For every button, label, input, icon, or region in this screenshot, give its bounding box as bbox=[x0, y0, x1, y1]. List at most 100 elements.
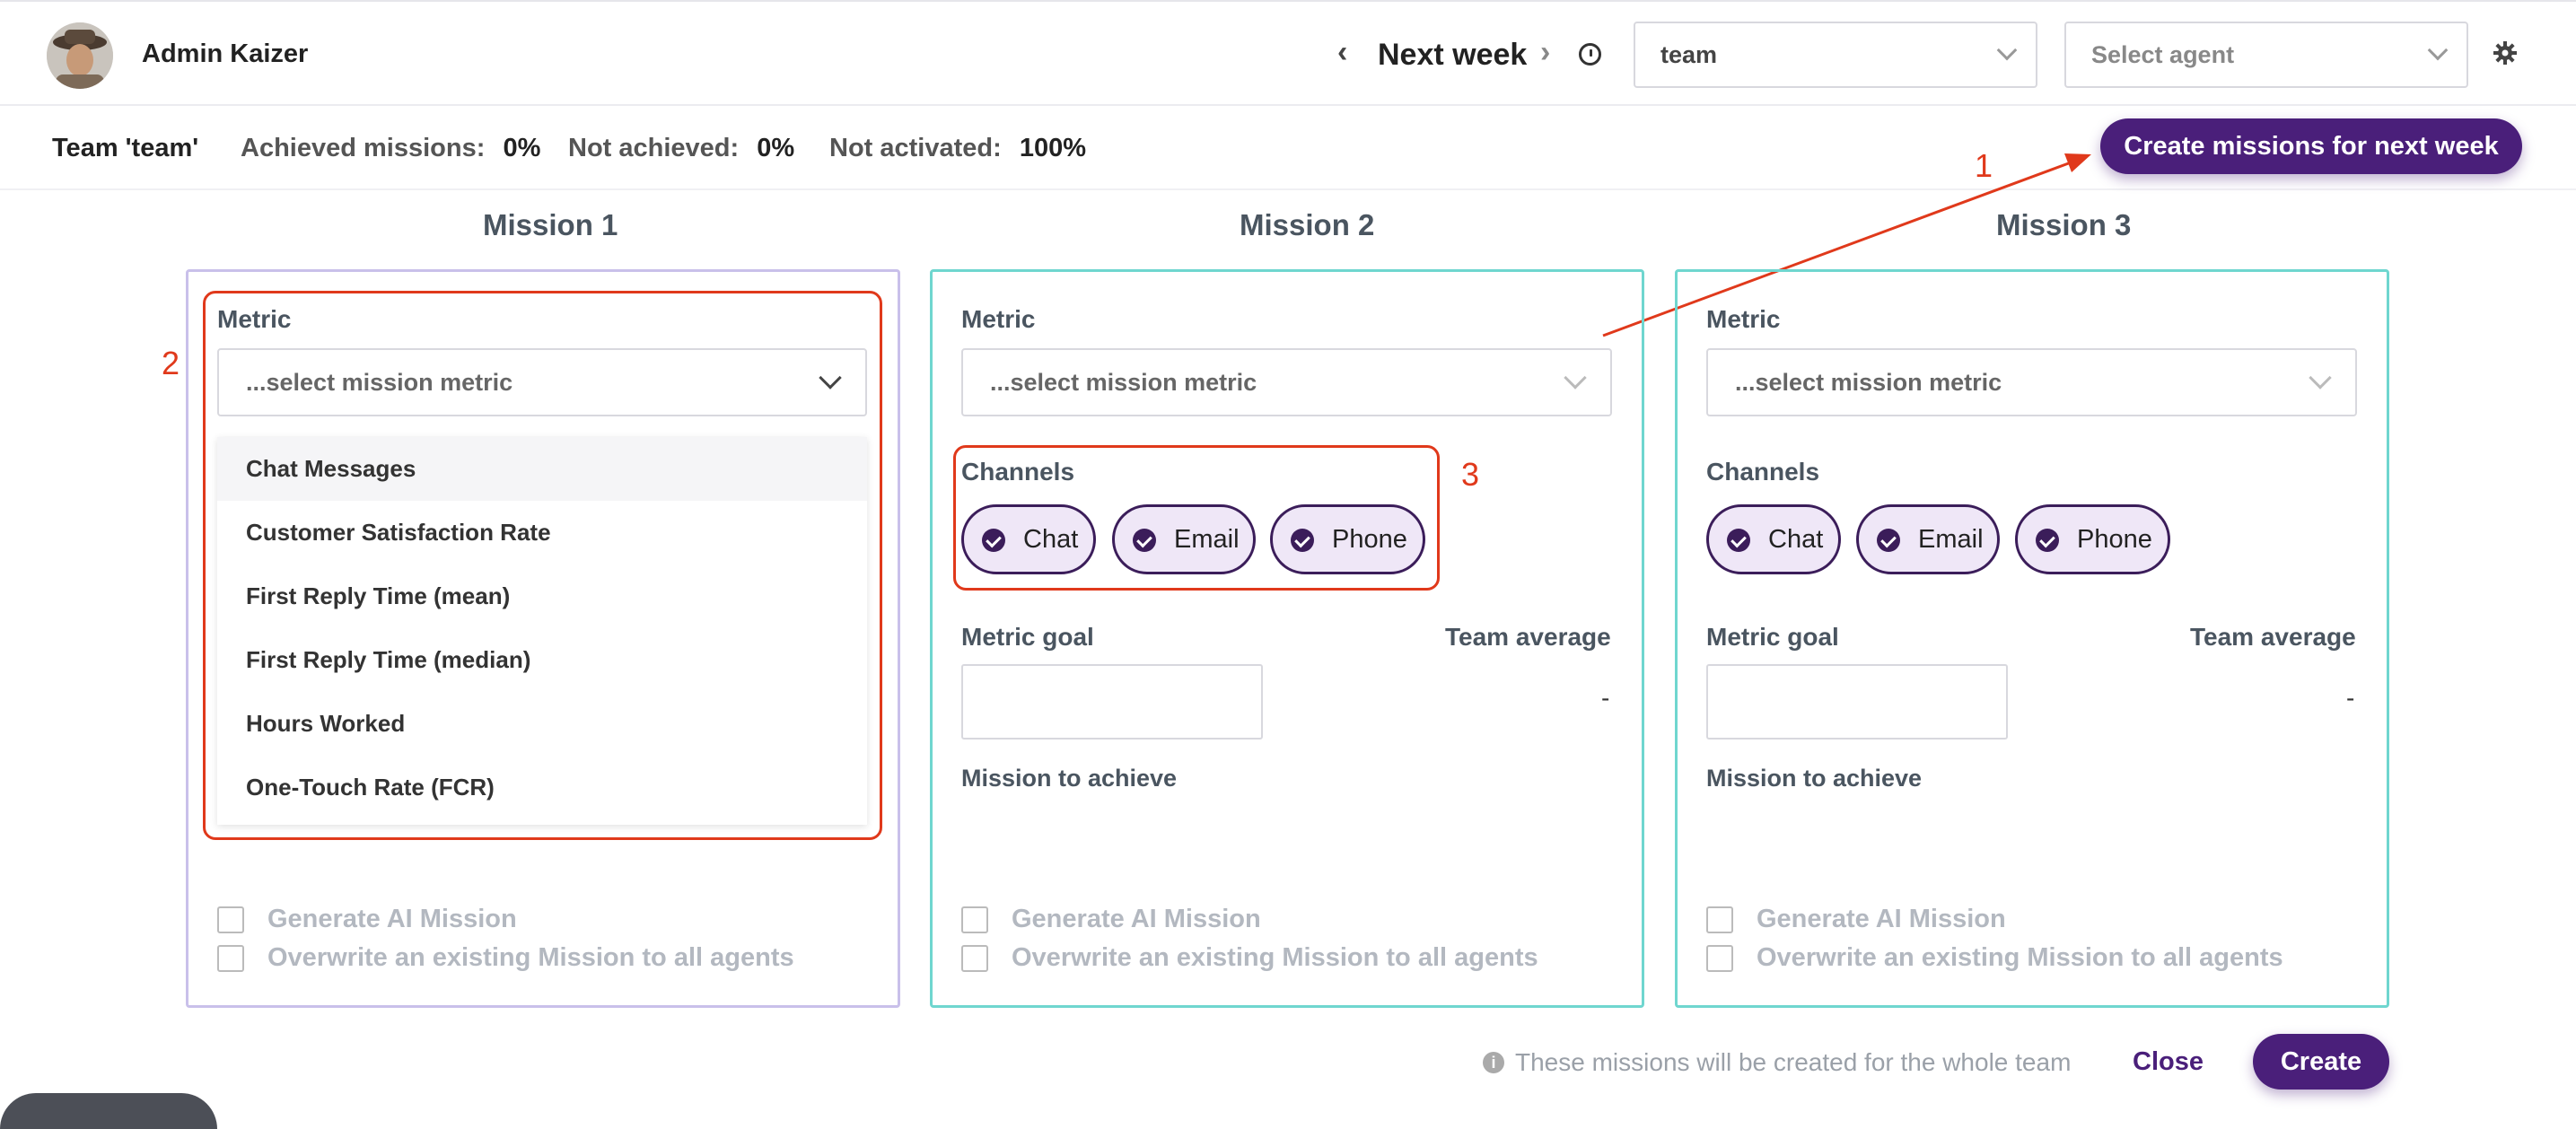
team-select-value: team bbox=[1660, 41, 1718, 68]
chevron-left-icon[interactable]: ‹ bbox=[1337, 35, 1348, 69]
mission-2-card bbox=[930, 269, 1644, 1008]
mission-2-channels-label: Channels bbox=[961, 458, 1075, 486]
mission-3-team-average-label: Team average bbox=[2190, 623, 2356, 651]
mission-2-title: Mission 2 bbox=[1240, 208, 1375, 241]
mission-3-metric-select[interactable]: ...select mission metric bbox=[1706, 348, 2357, 416]
mission-3-channels-label: Channels bbox=[1706, 458, 1820, 486]
dropdown-option-chat-messages[interactable]: Chat Messages bbox=[217, 437, 867, 501]
not-activated-stat: Not activated: 100% bbox=[829, 134, 1086, 163]
check-circle-icon bbox=[1877, 529, 1900, 552]
mission-3-channel-phone[interactable]: Phone bbox=[2015, 504, 2170, 574]
footer-note: These missions will be created for the w… bbox=[1515, 1048, 2072, 1076]
mission-2-mission-to-achieve-label: Mission to achieve bbox=[961, 765, 1178, 792]
channel-label: Email bbox=[1174, 525, 1240, 554]
mission-2-team-average-label: Team average bbox=[1445, 623, 1611, 651]
mission-2-channel-chat[interactable]: Chat bbox=[961, 504, 1096, 574]
mission-3-channel-email[interactable]: Email bbox=[1856, 504, 2000, 574]
channel-label: Phone bbox=[2077, 525, 2152, 554]
dropdown-option-hours-worked[interactable]: Hours Worked bbox=[246, 710, 406, 737]
mission-3-overwrite-checkbox[interactable] bbox=[1706, 945, 1733, 972]
mission-1-metric-placeholder: ...select mission metric bbox=[246, 369, 513, 396]
mission-3-title: Mission 3 bbox=[1996, 208, 2132, 241]
mission-1-generate-ai-label: Generate AI Mission bbox=[267, 905, 517, 933]
achieved-stat: Achieved missions: 0% bbox=[241, 134, 540, 163]
agent-select-placeholder: Select agent bbox=[2091, 41, 2235, 68]
mission-1-metric-label: Metric bbox=[217, 305, 292, 333]
mission-3-metric-goal-label: Metric goal bbox=[1706, 623, 1839, 651]
mission-1-generate-ai-checkbox[interactable] bbox=[217, 906, 244, 933]
mission-1-title: Mission 1 bbox=[483, 208, 618, 241]
team-select[interactable]: team bbox=[1634, 22, 2037, 88]
channel-label: Phone bbox=[1332, 525, 1407, 554]
mission-3-team-average-value: - bbox=[2346, 684, 2355, 712]
team-label: Team 'team' bbox=[52, 134, 199, 162]
dropdown-option-frt-mean[interactable]: First Reply Time (mean) bbox=[246, 582, 511, 609]
mission-2-metric-goal-input[interactable] bbox=[961, 664, 1263, 740]
check-circle-icon bbox=[1133, 529, 1156, 552]
annotation-1: 1 bbox=[1975, 147, 1993, 184]
mission-2-channel-email[interactable]: Email bbox=[1112, 504, 1256, 574]
mission-1-overwrite-label: Overwrite an existing Mission to all age… bbox=[267, 943, 794, 972]
channel-label: Chat bbox=[1768, 525, 1824, 554]
bottom-tab[interactable] bbox=[0, 1093, 217, 1129]
mission-3-metric-label: Metric bbox=[1706, 305, 1781, 333]
chevron-down-icon bbox=[2309, 366, 2332, 389]
dropdown-option-fcr[interactable]: One-Touch Rate (FCR) bbox=[246, 774, 495, 801]
stats-bar: Team 'team' Achieved missions: 0% Not ac… bbox=[0, 106, 2576, 190]
mission-1-overwrite-checkbox[interactable] bbox=[217, 945, 244, 972]
user-avatar-image bbox=[47, 22, 113, 89]
agent-select[interactable]: Select agent bbox=[2064, 22, 2468, 88]
annotation-3: 3 bbox=[1461, 456, 1480, 493]
mission-2-team-average-value: - bbox=[1601, 684, 1610, 712]
not-achieved-stat: Not achieved: 0% bbox=[568, 134, 794, 163]
mission-3-channel-chat[interactable]: Chat bbox=[1706, 504, 1841, 574]
mission-3-generate-ai-label: Generate AI Mission bbox=[1757, 905, 2006, 933]
chevron-down-icon bbox=[1564, 366, 1587, 389]
not-achieved-value: 0% bbox=[757, 134, 795, 162]
clock-icon[interactable] bbox=[1579, 43, 1601, 66]
top-bar: Admin Kaizer ‹ Next week › team Select a… bbox=[0, 0, 2576, 106]
mission-2-generate-ai-label: Generate AI Mission bbox=[1012, 905, 1261, 933]
annotation-box-2 bbox=[203, 291, 882, 840]
dropdown-option-csat[interactable]: Customer Satisfaction Rate bbox=[246, 519, 551, 546]
achieved-value: 0% bbox=[503, 134, 541, 162]
close-button[interactable]: Close bbox=[2133, 1047, 2204, 1076]
check-circle-icon bbox=[2036, 529, 2059, 552]
dropdown-option-frt-median[interactable]: First Reply Time (median) bbox=[246, 646, 531, 673]
not-activated-value: 100% bbox=[1019, 134, 1086, 162]
chevron-right-icon[interactable]: › bbox=[1540, 35, 1551, 69]
mission-3-mission-to-achieve-label: Mission to achieve bbox=[1706, 765, 1923, 792]
check-circle-icon bbox=[982, 529, 1005, 552]
mission-2-channel-phone[interactable]: Phone bbox=[1270, 504, 1425, 574]
mission-2-metric-label: Metric bbox=[961, 305, 1036, 333]
mission-2-overwrite-checkbox[interactable] bbox=[961, 945, 988, 972]
mission-2-metric-placeholder: ...select mission metric bbox=[990, 369, 1257, 396]
mission-1-metric-dropdown: Chat Messages Customer Satisfaction Rate… bbox=[217, 437, 867, 825]
channel-label: Chat bbox=[1023, 525, 1079, 554]
channel-label: Email bbox=[1918, 525, 1984, 554]
mission-1-card bbox=[186, 269, 900, 1008]
annotation-box-3 bbox=[953, 445, 1440, 591]
avatar[interactable] bbox=[47, 22, 113, 89]
week-label: Next week bbox=[1378, 38, 1528, 72]
mission-2-overwrite-label: Overwrite an existing Mission to all age… bbox=[1012, 943, 1538, 972]
annotation-2: 2 bbox=[162, 345, 180, 381]
user-name: Admin Kaizer bbox=[142, 39, 309, 68]
mission-3-card bbox=[1675, 269, 2389, 1008]
mission-1-metric-select[interactable]: ...select mission metric bbox=[217, 348, 867, 416]
achieved-label: Achieved missions: bbox=[241, 134, 486, 162]
create-missions-next-week-button[interactable]: Create missions for next week bbox=[2100, 118, 2522, 174]
mission-3-generate-ai-checkbox[interactable] bbox=[1706, 906, 1733, 933]
not-achieved-label: Not achieved: bbox=[568, 134, 740, 162]
mission-2-metric-select[interactable]: ...select mission metric bbox=[961, 348, 1612, 416]
mission-3-overwrite-label: Overwrite an existing Mission to all age… bbox=[1757, 943, 2283, 972]
check-circle-icon bbox=[1291, 529, 1314, 552]
mission-3-metric-goal-input[interactable] bbox=[1706, 664, 2008, 740]
not-activated-label: Not activated: bbox=[829, 134, 1002, 162]
create-button[interactable]: Create bbox=[2253, 1034, 2389, 1090]
info-icon: i bbox=[1483, 1052, 1504, 1073]
gear-icon[interactable] bbox=[2493, 41, 2517, 65]
mission-3-metric-placeholder: ...select mission metric bbox=[1735, 369, 2002, 396]
mission-2-generate-ai-checkbox[interactable] bbox=[961, 906, 988, 933]
mission-2-metric-goal-label: Metric goal bbox=[961, 623, 1094, 651]
